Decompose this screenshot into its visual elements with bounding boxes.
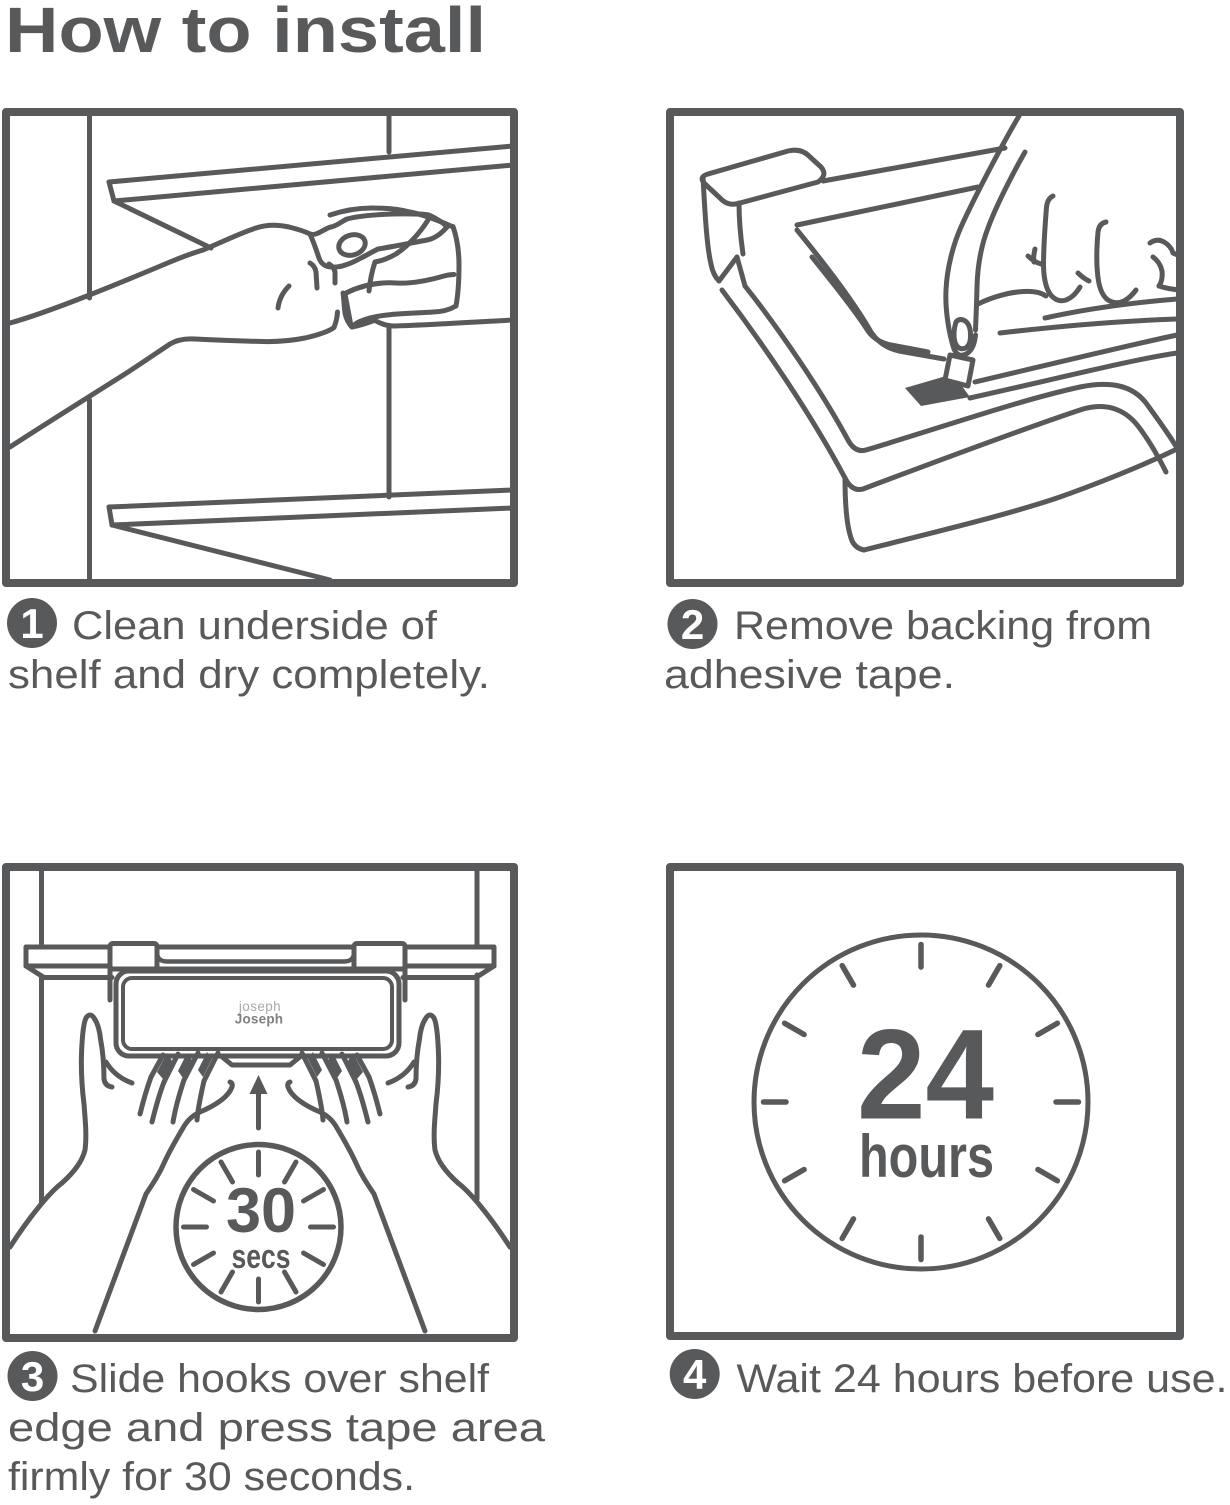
svg-text:24: 24 xyxy=(857,1004,994,1147)
svg-text:hours: hours xyxy=(859,1123,994,1190)
svg-text:shelf and dry completely.: shelf and dry completely. xyxy=(8,653,490,697)
svg-text:firmly for 30 seconds.: firmly for 30 seconds. xyxy=(8,1455,415,1499)
svg-text:2: 2 xyxy=(681,601,704,648)
svg-text:Remove backing from: Remove backing from xyxy=(734,604,1152,648)
svg-text:How to install: How to install xyxy=(5,0,486,66)
svg-text:Wait 24 hours before use.: Wait 24 hours before use. xyxy=(737,1357,1228,1401)
svg-text:adhesive tape.: adhesive tape. xyxy=(664,653,955,697)
svg-text:30: 30 xyxy=(226,1176,296,1246)
svg-text:edge and press tape area: edge and press tape area xyxy=(8,1406,546,1450)
svg-text:1: 1 xyxy=(20,600,43,647)
svg-text:joseph: joseph xyxy=(238,999,281,1014)
svg-text:Slide hooks over shelf: Slide hooks over shelf xyxy=(70,1357,490,1401)
svg-text:Clean underside of: Clean underside of xyxy=(72,604,438,648)
svg-text:3: 3 xyxy=(21,1353,44,1400)
svg-text:4: 4 xyxy=(683,1351,707,1398)
svg-text:Joseph: Joseph xyxy=(235,1012,283,1027)
svg-text:secs: secs xyxy=(232,1238,291,1276)
